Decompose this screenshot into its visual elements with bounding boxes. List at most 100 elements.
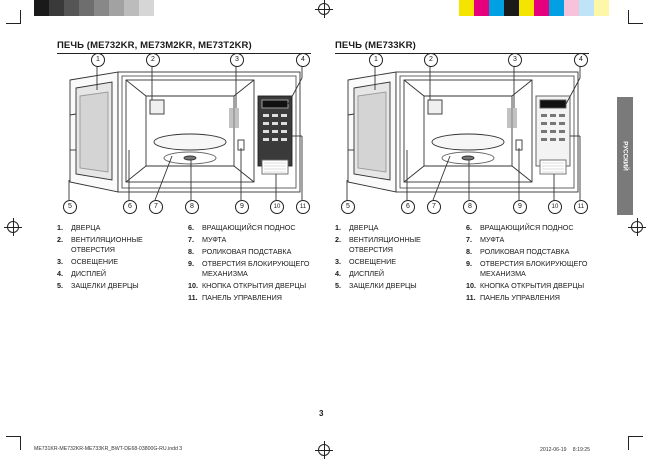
list-item-number: 4. (57, 268, 63, 278)
list-item-text: ВРАЩАЮЩИЙСЯ ПОДНОС (480, 223, 574, 232)
print-swatch (534, 0, 549, 16)
list-item: 5.ЗАЩЕЛКИ ДВЕРЦЫ (57, 281, 175, 291)
list-item: 10.КНОПКА ОТКРЫТИЯ ДВЕРЦЫ (466, 281, 588, 291)
list-item-number: 1. (57, 223, 63, 232)
list-item-number: 7. (188, 234, 194, 244)
left-section-title: ПЕЧЬ (ME732KR, ME73M2KR, ME73T2KR) (57, 40, 252, 51)
print-swatch (139, 0, 154, 16)
left-callout-5: 5 (63, 200, 77, 214)
left-callout-8: 8 (185, 200, 199, 214)
list-item-number: 4. (335, 268, 341, 278)
list-item: 3. ОСВЕЩЕНИЕ (57, 257, 175, 267)
list-item: 1.ДВЕРЦА (57, 223, 175, 233)
list-item-text: МУФТА (202, 234, 227, 244)
list-item: 11. ПАНЕЛЬ УПРАВЛЕНИЯ (466, 293, 588, 303)
list-item-number: 2. (335, 234, 341, 244)
right-section-title: ПЕЧЬ (ME733KR) (335, 40, 416, 51)
print-swatch (109, 0, 124, 16)
list-item-text: ДВЕРЦА (349, 223, 379, 232)
list-item: 2.ВЕНТИЛЯЦИОННЫЕ ОТВЕРСТИЯ (335, 235, 453, 254)
print-swatch (79, 0, 94, 16)
list-item-number: 1. (335, 223, 341, 232)
list-item-number: 11. (466, 292, 476, 302)
list-item-number: 3. (57, 256, 63, 266)
list-item: 4. ДИСПЛЕЙ (335, 269, 453, 279)
language-tab: РУССКИЙ (617, 97, 633, 215)
list-item-text: ПАНЕЛЬ УПРАВЛЕНИЯ (480, 292, 560, 302)
print-swatch (64, 0, 79, 16)
list-item-number: 6. (188, 223, 194, 232)
footer-datetime: 2012-06-19 ㅤ8:19:25 (540, 447, 591, 453)
list-item: 10.КНОПКА ОТКРЫТИЯ ДВЕРЦЫ (188, 281, 310, 291)
left-callout-7: 7 (149, 200, 163, 214)
list-item: 7. МУФТА (188, 235, 310, 245)
print-swatch (579, 0, 594, 16)
list-item-number: 10. (466, 280, 476, 290)
right-callout-8: 8 (463, 200, 477, 214)
print-swatch (124, 0, 139, 16)
list-item-text: ВРАЩАЮЩИЙСЯ ПОДНОС (202, 223, 296, 232)
right-callout-5: 5 (341, 200, 355, 214)
print-swatch (34, 0, 49, 16)
right-callout-11: 11 (574, 200, 588, 214)
list-item-number: 9. (188, 258, 194, 268)
list-item-text: РОЛИКОВАЯ ПОДСТАВКА (202, 246, 292, 256)
list-item-text: ДИСПЛЕЙ (71, 268, 107, 278)
list-item-number: 6. (466, 223, 472, 232)
print-swatch (594, 0, 609, 16)
print-swatch (459, 0, 474, 16)
list-item: 11.ПАНЕЛЬ УПРАВЛЕНИЯ (188, 293, 310, 303)
print-swatch (94, 0, 109, 16)
print-swatch (504, 0, 519, 16)
right-callout-2: 2 (424, 53, 438, 67)
list-item: 9. ОТВЕРСТИЯ БЛОКИРУЮЩЕГО МЕХАНИЗМА (188, 259, 310, 278)
registration-mark-right-icon (628, 218, 646, 236)
list-item-number: 8. (466, 246, 472, 256)
list-item: 6. ВРАЩАЮЩИЙСЯ ПОДНОС (188, 223, 310, 233)
list-item-text: ДИСПЛЕЙ (349, 268, 385, 278)
right-callout-4: 4 (574, 53, 588, 67)
left-callout-1: 1 (91, 53, 105, 67)
right-callout-1: 1 (369, 53, 383, 67)
right-callout-6: 6 (401, 200, 415, 214)
print-swatch (474, 0, 489, 16)
left-title-rule (57, 53, 311, 54)
list-item-text: ВЕНТИЛЯЦИОННЫЕ ОТВЕРСТИЯ (71, 234, 143, 254)
left-callout-2: 2 (146, 53, 160, 67)
print-swatch (489, 0, 504, 16)
list-item-number: 7. (466, 234, 472, 244)
right-title-rule (335, 53, 589, 54)
list-item: 7. МУФТА (466, 235, 588, 245)
left-callout-3: 3 (230, 53, 244, 67)
list-item: 4. ДИСПЛЕЙ (57, 269, 175, 279)
list-item: 8.РОЛИКОВАЯ ПОДСТАВКА (188, 247, 310, 257)
list-item-text: ОТВЕРСТИЯ БЛОКИРУЮЩЕГО МЕХАНИЗМА (202, 258, 310, 278)
left-callout-11: 11 (296, 200, 310, 214)
registration-mark-bottom-icon (315, 441, 333, 459)
list-item-text: ЗАЩЕЛКИ ДВЕРЦЫ (71, 280, 139, 290)
list-item-number: 5. (335, 280, 341, 290)
list-item-text: КНОПКА ОТКРЫТИЯ ДВЕРЦЫ (202, 280, 307, 290)
right-callout-10: 10 (548, 200, 562, 214)
registration-mark-top-icon (315, 0, 333, 18)
list-item: 8.РОЛИКОВАЯ ПОДСТАВКА (466, 247, 588, 257)
list-item-number: 2. (57, 234, 63, 244)
page-number: 3 (319, 409, 324, 418)
list-item-number: 9. (466, 258, 472, 268)
print-swatch (519, 0, 534, 16)
left-parts-list-b: 6. ВРАЩАЮЩИЙСЯ ПОДНОС 7. МУФТА 8.РОЛИКОВАЯ П… (188, 223, 310, 305)
left-callout-10: 10 (270, 200, 284, 214)
right-callout-9: 9 (513, 200, 527, 214)
list-item-text: МУФТА (480, 234, 505, 244)
list-item-text: ПАНЕЛЬ УПРАВЛЕНИЯ (202, 292, 282, 302)
list-item: 6. ВРАЩАЮЩИЙСЯ ПОДНОС (466, 223, 588, 233)
registration-mark-left-icon (4, 218, 22, 236)
left-callout-4: 4 (296, 53, 310, 67)
print-swatch (49, 0, 64, 16)
right-callout-7: 7 (427, 200, 441, 214)
list-item-text: ОСВЕЩЕНИЕ (71, 256, 119, 266)
list-item-text: ОСВЕЩЕНИЕ (349, 256, 397, 266)
